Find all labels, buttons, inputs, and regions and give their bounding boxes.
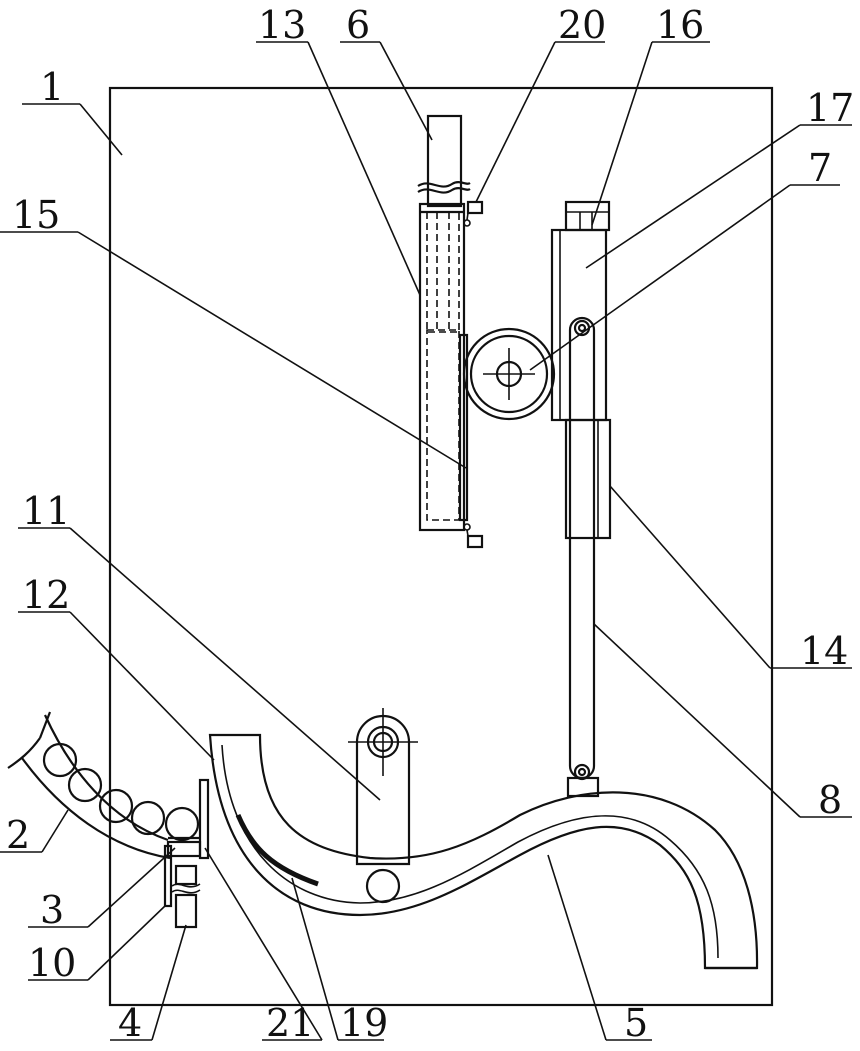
label-12: 12 bbox=[22, 573, 70, 617]
gear-7 bbox=[464, 329, 554, 419]
label-11: 11 bbox=[22, 489, 70, 533]
label-21: 21 bbox=[266, 1001, 314, 1045]
cylinder-4 bbox=[165, 846, 200, 927]
label-1: 1 bbox=[40, 65, 64, 109]
motor-16 bbox=[566, 202, 609, 230]
slide-rail-14 bbox=[566, 420, 610, 538]
label-3: 3 bbox=[40, 888, 64, 932]
label-6: 6 bbox=[346, 3, 370, 47]
guide-housing-13 bbox=[420, 204, 467, 530]
label-14: 14 bbox=[800, 629, 848, 673]
label-5: 5 bbox=[624, 1001, 648, 1045]
label-17: 17 bbox=[806, 86, 854, 130]
connecting-rod-8 bbox=[570, 318, 594, 779]
s-cam-plate-5 bbox=[210, 735, 757, 968]
gate-21 bbox=[168, 780, 208, 858]
follower-roller bbox=[367, 870, 399, 902]
label-10: 10 bbox=[28, 941, 76, 985]
label-7: 7 bbox=[808, 146, 832, 190]
label-2: 2 bbox=[6, 813, 30, 857]
label-4: 4 bbox=[118, 1001, 142, 1045]
feed-chute-2 bbox=[8, 712, 198, 858]
label-20: 20 bbox=[558, 3, 606, 47]
swing-arm-11 bbox=[348, 708, 418, 864]
label-8: 8 bbox=[818, 778, 842, 822]
label-15: 15 bbox=[12, 193, 60, 237]
label-16: 16 bbox=[656, 3, 704, 47]
housing-17 bbox=[552, 230, 606, 420]
base-plate bbox=[110, 88, 772, 1005]
label-13: 13 bbox=[258, 3, 306, 47]
label-19: 19 bbox=[340, 1001, 388, 1045]
